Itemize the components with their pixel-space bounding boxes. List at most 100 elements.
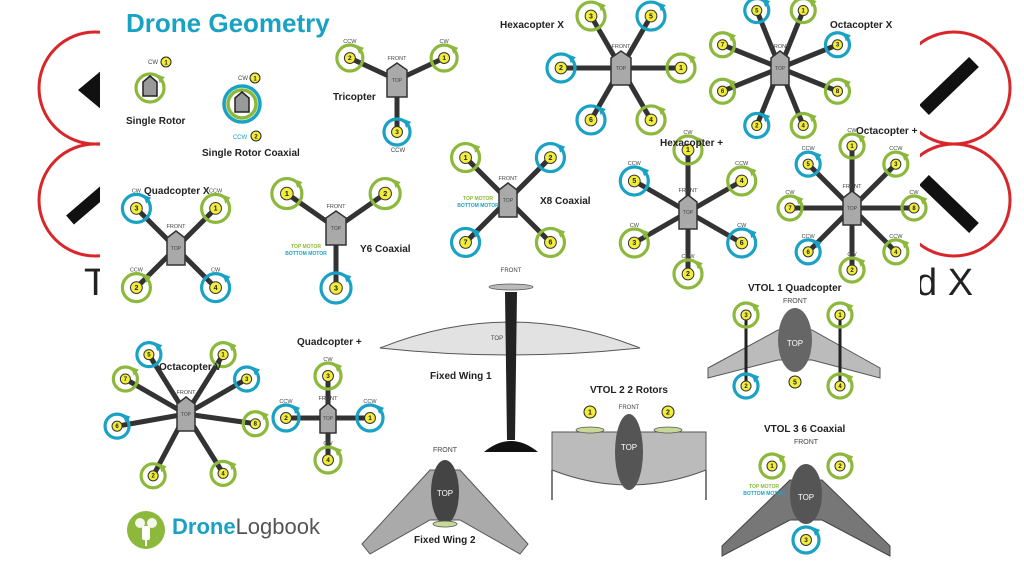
body-top-label: TOP	[331, 226, 342, 232]
rotor-ring	[209, 459, 237, 487]
motor-number-badge	[391, 126, 403, 138]
coaxial-number-1: 1	[253, 77, 257, 83]
rotor-direction-arrow	[597, 106, 606, 116]
rotor-ring	[120, 271, 153, 304]
body-top-label: TOP	[171, 246, 182, 252]
rotor-ring	[823, 77, 852, 105]
vtol3-bottom-motor-label: BOTTOM MOTOR	[743, 491, 785, 497]
motor-number: 1	[285, 189, 289, 198]
rotor-direction-arrow	[334, 446, 343, 456]
motor-number-badge	[908, 202, 920, 214]
body-top-label: TOP	[181, 412, 192, 418]
body-top-label: TOP	[323, 416, 334, 422]
rotor-direction-arrow	[694, 136, 703, 146]
drone-body	[166, 230, 186, 266]
motor-number: 1	[368, 415, 372, 422]
motor-number-badge	[209, 281, 222, 294]
rotor-ring	[732, 301, 760, 329]
rotor-ring	[618, 227, 650, 259]
motor-number-badge	[119, 373, 131, 385]
rotor-ring	[838, 256, 866, 284]
rotor-direction-arrow	[657, 106, 666, 116]
motor-number: 6	[115, 424, 119, 430]
motor-number-badge	[716, 85, 729, 97]
rotor-direction-arrow	[845, 373, 854, 383]
rotor-ring	[618, 165, 650, 197]
drone-body	[498, 182, 518, 218]
drone-body	[319, 402, 337, 434]
rotor-direction-label: CCW	[681, 254, 695, 260]
rotor-ring	[449, 141, 482, 174]
label-hexacopter-plus: Hexacopter +	[660, 138, 724, 149]
rotor-direction-arrow	[294, 179, 303, 189]
rotor-direction-arrow	[597, 2, 606, 12]
motor-number: 3	[804, 537, 808, 544]
motor-number: 2	[284, 415, 288, 422]
rotor-ring	[794, 150, 822, 178]
rotor-ring	[313, 445, 343, 475]
rotor-direction-arrow	[777, 453, 786, 463]
motor-number-badge	[249, 418, 261, 430]
rotor-direction-arrow	[762, 0, 771, 8]
rotor-ring	[545, 52, 577, 84]
motor-number-badge	[800, 534, 812, 546]
background-right-text: d X	[916, 262, 974, 304]
x8-top-motor-label: TOP MOTOR	[463, 196, 493, 202]
drone-body	[842, 190, 862, 226]
rotor-direction-arrow	[813, 239, 822, 249]
motor-number-badge	[831, 39, 844, 51]
rotor-direction-label: CW	[211, 268, 221, 274]
rotor-direction-arrow	[154, 342, 163, 352]
rotor-direction-arrow	[450, 44, 459, 54]
front-label: FRONT	[167, 224, 187, 230]
rotor-direction-label: CCW	[628, 161, 642, 167]
rotor-ring	[111, 365, 139, 393]
motor-number: 3	[334, 283, 338, 292]
motor-number-badge	[735, 174, 749, 188]
rotor-ring	[429, 43, 459, 73]
motor-number-badge	[834, 460, 846, 472]
motor-number: 3	[894, 162, 898, 168]
single-rotor-body	[142, 75, 158, 97]
label-vtol2: VTOL 2 2 Rotors	[590, 385, 668, 396]
motor-number: 7	[124, 377, 128, 383]
motor-number: 3	[589, 13, 593, 20]
motor-number: 2	[850, 268, 854, 274]
rotor-direction-arrow	[228, 460, 237, 470]
logo-text-part1: Drone	[172, 514, 236, 539]
label-quadcopter-x: Quadcopter X	[144, 186, 210, 197]
motor-number-badge	[147, 470, 159, 482]
rotor-direction-arrow	[122, 413, 131, 423]
label-single-rotor: Single Rotor	[126, 116, 186, 127]
label-quadcopter-plus: Quadcopter +	[297, 337, 362, 348]
rotor-ring	[209, 341, 237, 369]
rotor-ring	[672, 134, 704, 166]
rotor-ring	[120, 192, 153, 225]
rotor-ring	[882, 150, 910, 178]
motor-number: 5	[649, 13, 653, 20]
rotor-direction-arrow	[694, 260, 703, 270]
motor-number: 2	[686, 271, 690, 278]
front-label: FRONT	[327, 204, 347, 210]
motor-number: 2	[548, 155, 552, 162]
motor-number-badge	[459, 151, 472, 164]
label-x8-coaxial: X8 Coaxial	[540, 196, 591, 207]
rotor-direction-label: CW	[630, 223, 640, 229]
rotor-direction-arrow	[751, 373, 760, 383]
rotor-direction-arrow	[657, 2, 666, 12]
rotor-direction-arrow	[919, 195, 928, 205]
motor-number: 1	[214, 206, 218, 213]
motor-number: 8	[912, 206, 916, 212]
motor-number-badge	[584, 113, 598, 127]
drone-body	[678, 194, 698, 230]
motor-number: 1	[802, 8, 806, 14]
front-label: FRONT	[843, 184, 863, 190]
rotor-ring	[743, 111, 771, 140]
drone-body	[176, 396, 196, 432]
rotor-direction-arrow	[641, 229, 650, 239]
front-label: FRONT	[679, 188, 699, 194]
motor-number-badge	[751, 4, 763, 17]
front-label: FRONT	[499, 176, 519, 182]
rotor-direction-arrow	[808, 113, 817, 123]
